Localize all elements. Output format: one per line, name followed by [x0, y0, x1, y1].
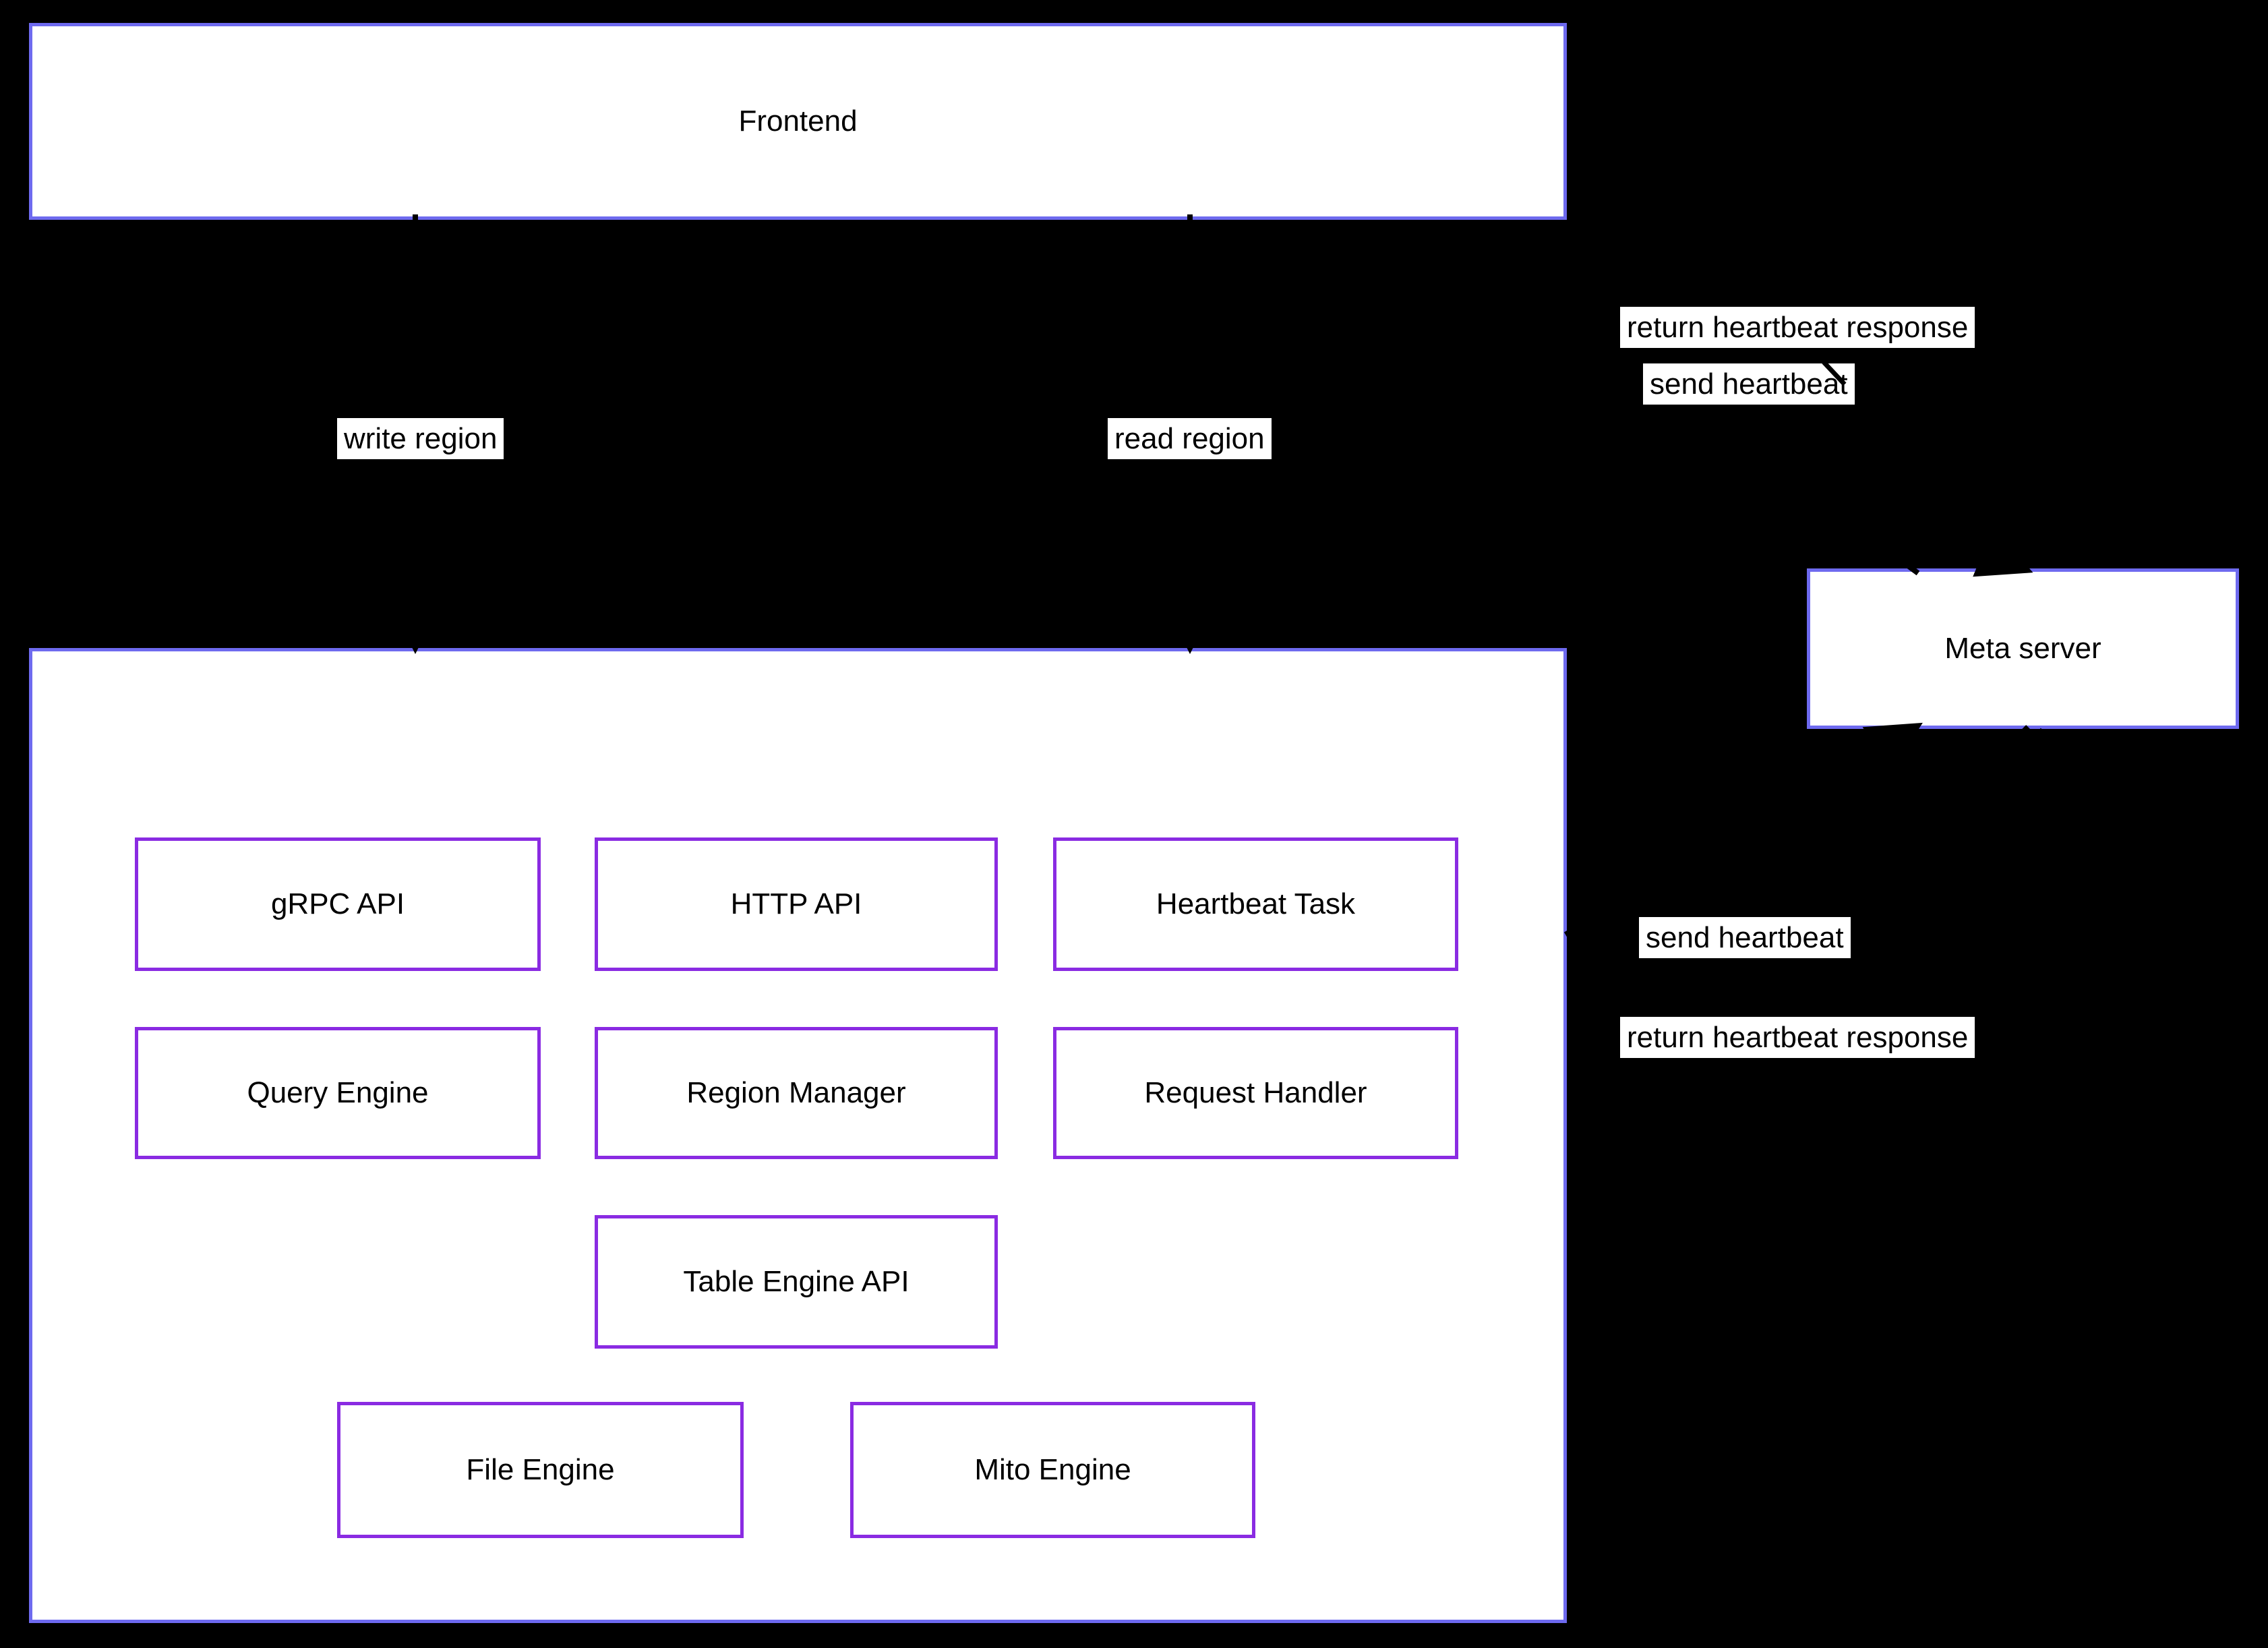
- node-mito-engine-label: Mito Engine: [974, 1453, 1131, 1486]
- edge-label-send-heartbeat-frontend: send heartbeat: [1643, 363, 1855, 405]
- node-request-handler-label: Request Handler: [1144, 1076, 1367, 1109]
- node-table-engine-api-label: Table Engine API: [683, 1265, 909, 1298]
- node-request-handler: Request Handler: [1053, 1027, 1458, 1159]
- node-heartbeat-task: Heartbeat Task: [1053, 837, 1458, 971]
- node-grpc-api: gRPC API: [135, 837, 541, 971]
- node-frontend-label: Frontend: [738, 105, 858, 138]
- node-heartbeat-task-label: Heartbeat Task: [1156, 887, 1356, 920]
- edge-label-send-heartbeat-datanode: send heartbeat: [1639, 917, 1851, 958]
- node-http-api-label: HTTP API: [730, 887, 862, 920]
- arrow-return-heartbeat-datanode-2: [1568, 728, 2046, 1453]
- edge-label-read-region: read region: [1108, 418, 1272, 459]
- node-query-engine: Query Engine: [135, 1027, 541, 1159]
- arrow-return-heartbeat-frontend: [1566, 314, 1920, 576]
- edge-label-return-heartbeat-frontend: return heartbeat response: [1620, 307, 1975, 348]
- edge-label-write-region: write region: [337, 418, 504, 459]
- node-region-manager-label: Region Manager: [686, 1076, 906, 1109]
- node-query-engine-label: Query Engine: [247, 1076, 429, 1109]
- node-file-engine-label: File Engine: [466, 1453, 615, 1486]
- node-frontend: Frontend: [29, 23, 1567, 220]
- arrow-send-heartbeat-datanode: [1563, 722, 1923, 937]
- node-meta-server: Meta server: [1807, 568, 2239, 729]
- arrow-send-heartbeat-frontend: [1564, 375, 2033, 577]
- node-http-api: HTTP API: [595, 837, 998, 971]
- node-file-engine: File Engine: [337, 1402, 744, 1538]
- node-table-engine-api: Table Engine API: [595, 1215, 998, 1349]
- node-region-manager: Region Manager: [595, 1027, 998, 1159]
- node-meta-server-label: Meta server: [1944, 632, 2101, 665]
- node-grpc-api-label: gRPC API: [270, 887, 405, 920]
- edge-label-return-heartbeat-datanode: return heartbeat response: [1620, 1017, 1975, 1058]
- node-mito-engine: Mito Engine: [850, 1402, 1255, 1538]
